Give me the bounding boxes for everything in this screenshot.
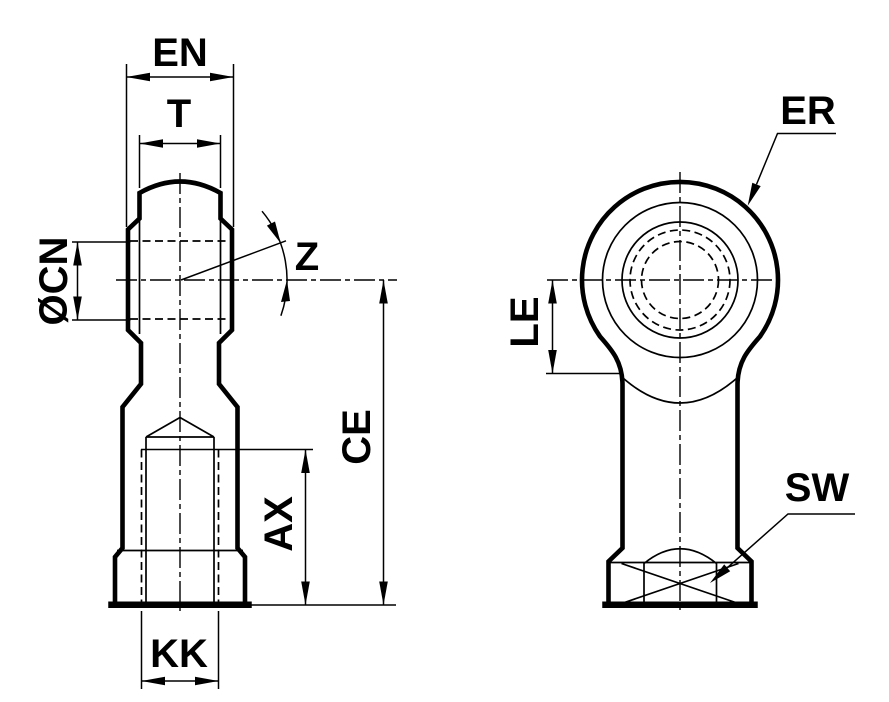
dimension-z-angle: Z <box>180 210 319 316</box>
dimension-en: EN <box>125 31 235 227</box>
label-le: LE <box>503 296 547 347</box>
label-en: EN <box>152 31 208 75</box>
dimension-ax-lines <box>141 448 313 605</box>
dimension-ax: AX <box>141 448 313 605</box>
side-view <box>108 173 397 611</box>
leader-er-line <box>755 132 836 185</box>
z-angle-reference-line <box>180 240 287 281</box>
leader-er: ER <box>747 89 836 206</box>
arrowhead-le-bottom <box>548 350 557 374</box>
arrowhead-er <box>747 182 761 206</box>
front-view <box>547 172 781 611</box>
arrowhead-ce-bottom <box>379 581 388 605</box>
label-kk: KK <box>150 632 208 676</box>
dimension-cn-lines <box>72 241 131 321</box>
label-z: Z <box>295 235 319 279</box>
z-angle-arc <box>261 210 288 316</box>
arrowhead-ax-top <box>301 449 310 473</box>
arrowhead-sw <box>710 564 731 583</box>
arrowhead-cn-bottom <box>73 296 82 320</box>
arrowhead-le-top <box>548 280 557 304</box>
leader-sw: SW <box>710 466 855 583</box>
arrowhead-kk-left <box>141 676 165 686</box>
label-ce: CE <box>335 409 379 465</box>
arrowhead-t-left <box>139 139 163 148</box>
arrowhead-z-top <box>266 221 281 244</box>
label-sw: SW <box>785 466 850 510</box>
label-er: ER <box>780 89 836 133</box>
leader-sw-line <box>726 513 855 569</box>
label-cn: ØCN <box>32 237 76 326</box>
arrowhead-kk-right <box>195 676 219 686</box>
label-ax: AX <box>257 496 301 552</box>
dimension-ce-lines <box>247 280 396 606</box>
arrowhead-ce-top <box>379 280 388 304</box>
front-view-center-lines <box>547 172 777 611</box>
label-t: T <box>167 92 191 136</box>
arrowhead-en-right <box>210 72 234 82</box>
dimension-le: LE <box>503 280 622 375</box>
side-view-center-lines <box>116 173 397 611</box>
dimension-kk: KK <box>140 611 220 689</box>
arrowhead-t-right <box>197 139 221 148</box>
arrowhead-ax-bottom <box>301 581 310 605</box>
arrowhead-z-bottom <box>281 280 290 302</box>
dimension-cn: ØCN <box>32 237 131 326</box>
dimension-ce: CE <box>247 280 396 606</box>
arrowhead-cn-top <box>73 242 82 266</box>
dimension-t: T <box>138 92 222 188</box>
arrowhead-en-left <box>126 72 150 82</box>
